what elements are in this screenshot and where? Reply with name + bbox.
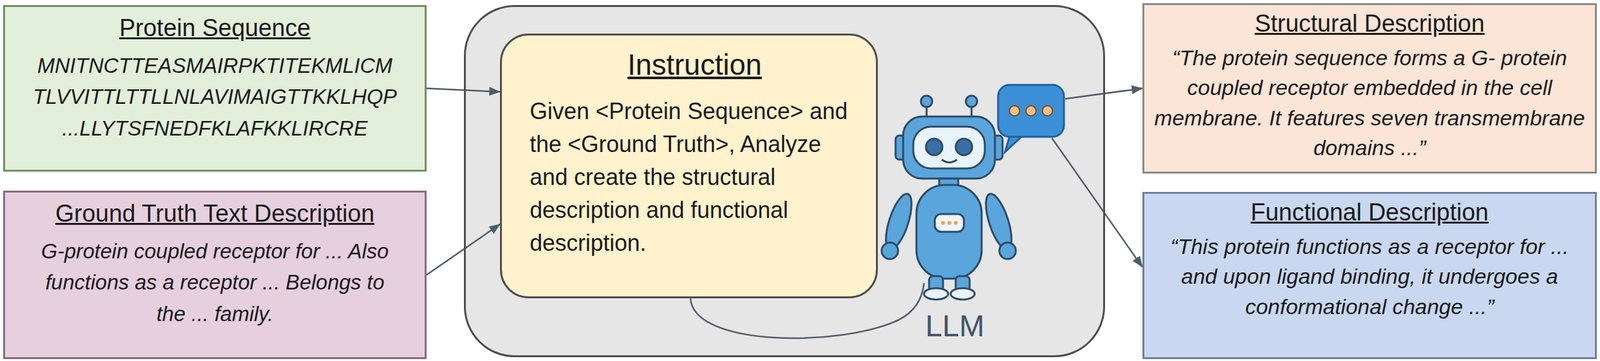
robot-hand [999, 242, 1016, 259]
robot-eye [925, 138, 943, 156]
box-body: G-protein coupled receptor for ... Also … [11, 235, 419, 330]
container-label: LLM [925, 309, 985, 344]
input-box: Ground Truth Text DescriptionG-protein c… [3, 190, 427, 359]
connector-arrow [1051, 137, 1143, 268]
box-heading: Instruction [529, 46, 860, 84]
box-heading: Structural Description [1153, 8, 1587, 40]
output-box: Functional Description“This protein func… [1142, 191, 1597, 359]
connector-arrow [426, 224, 500, 275]
bubble-dot [1025, 105, 1037, 116]
box-body: MNITNCTTEASMAIRPKTITEKMLICM TLVVITTLTTLL… [11, 50, 419, 145]
robot-body [916, 184, 982, 279]
robot-chest-light [947, 220, 952, 225]
box-heading: Ground Truth Text Description [11, 198, 419, 230]
llm-container: LLM InstructionGiven <Protein Sequence> a… [463, 5, 1106, 357]
robot-head [903, 116, 995, 179]
output-box: Structural Description“The protein seque… [1142, 3, 1597, 174]
robot-antenna-tip [920, 95, 933, 107]
bubble-dot [1042, 105, 1053, 116]
bubble-seam [1011, 132, 1023, 136]
instruction-box: InstructionGiven <Protein Sequence> and … [500, 33, 878, 299]
box-body: “The protein sequence forms a G- protein… [1153, 43, 1587, 164]
robot-icon [881, 95, 1018, 300]
robot-chest-light [953, 220, 958, 225]
connector-arrow [426, 88, 500, 92]
input-box: Protein SequenceMNITNCTTEASMAIRPKTITEKML… [3, 5, 427, 172]
box-body: Given <Protein Sequence> and the <Ground… [529, 94, 860, 261]
box-body: “This protein functions as a receptor fo… [1153, 231, 1587, 323]
robot-foot [924, 287, 949, 300]
robot-antenna-tip [965, 95, 978, 107]
robot-chest-light [941, 220, 945, 225]
robot-foot [950, 287, 975, 300]
robot-eye [955, 138, 973, 156]
bubble-body [998, 84, 1064, 137]
robot-face [913, 126, 985, 169]
box-heading: Functional Description [1153, 197, 1587, 228]
llm-panel-fill [464, 5, 1105, 357]
box-heading: Protein Sequence [11, 13, 419, 44]
robot-hand [881, 242, 899, 259]
robot-smile [941, 159, 957, 163]
bubble-dot [1009, 105, 1020, 116]
robot-chest-panel [934, 213, 964, 232]
